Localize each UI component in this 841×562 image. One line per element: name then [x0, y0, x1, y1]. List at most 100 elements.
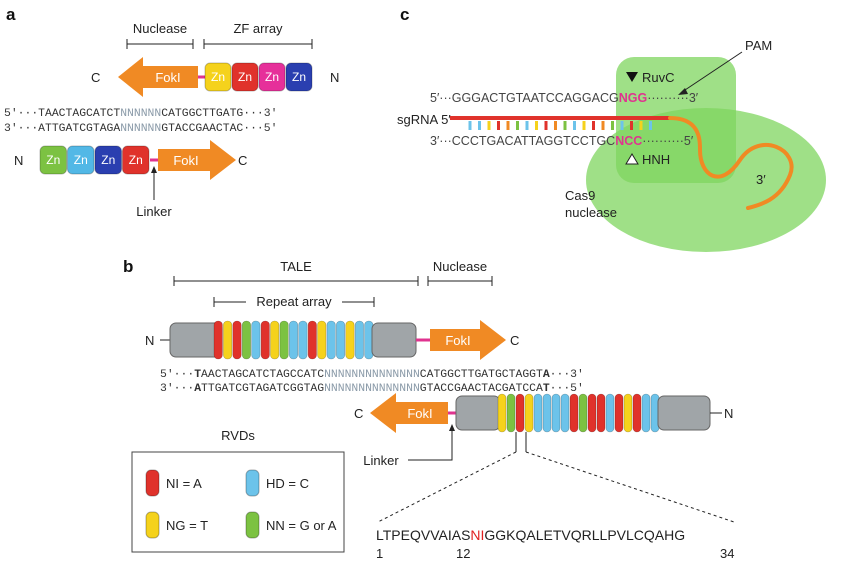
c-hnh-triangle	[625, 153, 639, 165]
b-zoom-dash-right	[525, 451, 735, 523]
a-top-foki-label: FokI	[155, 70, 180, 85]
c-seq-top: 5′···GGGACTGTAATCCAGGACGNGG··········3′	[430, 91, 699, 105]
a-bottom-zn-array: Zn Zn Zn Zn	[39, 145, 150, 175]
panel-a-label: a	[6, 5, 16, 24]
b-bottom-repeat-2	[506, 393, 516, 433]
c-sgrna-label: sgRNA 5′	[397, 112, 451, 127]
b-top-repeat-10	[298, 320, 308, 360]
b-bottom-repeat-5	[533, 393, 543, 433]
b-peptide-pos-1: 1	[376, 546, 383, 561]
a-bottom-zinc-finger-label-3: Zn	[101, 153, 115, 167]
a-top-c-terminus: C	[91, 70, 100, 85]
b-nuclease-label: Nuclease	[433, 259, 487, 274]
b-top-repeat-4	[241, 320, 251, 360]
b-top-repeat-8	[279, 320, 289, 360]
a-top-zinc-finger-label-3: Zn	[265, 70, 279, 84]
c-cas9-line2: nuclease	[565, 205, 617, 220]
b-zoom-dash-left	[377, 451, 517, 523]
b-bottom-repeat-4	[524, 393, 534, 433]
panel-b-label: b	[123, 257, 133, 276]
b-repeat-array-label: Repeat array	[256, 294, 332, 309]
b-rvd-swatch-4	[245, 511, 260, 539]
b-top-repeat-2	[223, 320, 233, 360]
b-rvd-swatch-2	[245, 469, 260, 497]
a-bottom-c-terminus: C	[238, 153, 247, 168]
b-bottom-repeat-6	[542, 393, 552, 433]
b-top-repeat-6	[260, 320, 270, 360]
a-bottom-foki-label: FokI	[173, 153, 198, 168]
c-pam-pointer	[681, 51, 743, 93]
b-bottom-repeat-7	[551, 393, 561, 433]
a-bottom-zinc-finger-4	[122, 145, 150, 175]
a-bottom-zinc-finger-label-1: Zn	[46, 153, 60, 167]
a-top-zinc-finger-label-4: Zn	[292, 70, 306, 84]
b-top-c-terminus: C	[510, 333, 519, 348]
b-top-repeat-5	[251, 320, 261, 360]
a-top-foki-arrow	[118, 57, 198, 97]
b-bottom-n-terminus: N	[724, 406, 733, 421]
c-pam-label: PAM	[745, 38, 772, 53]
a-top-zinc-finger-1	[204, 62, 232, 92]
c-ruvc-triangle	[626, 72, 638, 82]
b-seq-top: 5′···TAACTAGCATCTAGCCATCNNNNNNNNNNNNNNCA…	[160, 369, 584, 381]
a-top-zinc-finger-label-1: Zn	[211, 70, 225, 84]
c-seq-bottom: 3′···CCCTGACATTAGGTCCTGCNCC··········5′	[430, 134, 694, 148]
a-linker-pointer-head	[151, 166, 157, 173]
c-rna-3prime-label: 3′	[756, 172, 766, 187]
b-tale-bracket	[173, 276, 419, 286]
a-bottom-zinc-finger-1	[39, 145, 67, 175]
a-bottom-zinc-finger-label-4: Zn	[129, 153, 143, 167]
a-bottom-n-terminus: N	[14, 153, 23, 168]
c-pam-pointer-head	[678, 88, 688, 95]
b-bottom-repeat-12	[596, 393, 606, 433]
b-bottom-foki-arrow	[370, 393, 448, 433]
c-sgrna-tail	[668, 116, 794, 210]
b-peptide-pos-12: 12	[456, 546, 470, 561]
b-rvd-text-3: NG = T	[166, 518, 208, 533]
b-bottom-repeat-array	[497, 393, 660, 433]
a-bottom-zinc-finger-3	[94, 145, 122, 175]
b-top-cterm-domain	[371, 322, 417, 358]
a-linker-label: Linker	[136, 204, 172, 219]
b-peptide-sequence: LTPEQVVAIASNIGGKQALETVQRLLPVLCQAHG	[376, 527, 685, 543]
b-bottom-repeat-10	[578, 393, 588, 433]
c-ruvc-label: RuvC	[642, 70, 675, 85]
b-top-repeat-16	[354, 320, 364, 360]
b-bottom-repeat-13	[605, 393, 615, 433]
panel-c-label: c	[400, 5, 409, 24]
a-top-zinc-finger-4	[285, 62, 313, 92]
b-bottom-repeat-14	[614, 393, 624, 433]
b-top-repeat-7	[270, 320, 280, 360]
b-top-repeat-3	[232, 320, 242, 360]
b-repeat-label-bg	[246, 294, 342, 308]
b-top-repeat-13	[326, 320, 336, 360]
b-peptide-pos-34: 34	[720, 546, 734, 561]
c-cas9-line1: Cas9	[565, 188, 595, 203]
b-top-repeat-11	[307, 320, 317, 360]
b-bottom-c-terminus: C	[354, 406, 363, 421]
b-rvd-swatch-1	[145, 469, 160, 497]
b-rvd-text-1: NI = A	[166, 476, 202, 491]
b-top-repeat-array	[213, 320, 374, 360]
c-base-pairs	[468, 121, 652, 130]
a-top-zinc-finger-label-2: Zn	[238, 70, 252, 84]
a-nuclease-label: Nuclease	[133, 21, 187, 36]
b-rvd-text-4: NN = G or A	[266, 518, 337, 533]
b-top-n-terminus: N	[145, 333, 154, 348]
b-bottom-repeat-11	[587, 393, 597, 433]
b-bottom-repeat-17	[641, 393, 651, 433]
b-top-repeat-15	[345, 320, 355, 360]
b-rvd-text-2: HD = C	[266, 476, 309, 491]
b-top-repeat-1	[213, 320, 223, 360]
b-top-repeat-14	[336, 320, 346, 360]
b-bottom-repeat-8	[560, 393, 570, 433]
b-bottom-foki-label: FokI	[407, 406, 432, 421]
a-zf-array-label: ZF array	[233, 21, 283, 36]
b-linker-pointer	[408, 428, 453, 461]
a-bottom-zinc-finger-label-2: Zn	[74, 153, 88, 167]
b-bottom-repeat-16	[632, 393, 642, 433]
c-hnh-label: HNH	[642, 152, 670, 167]
a-bottom-zinc-finger-2	[67, 145, 95, 175]
a-bottom-foki-arrow	[158, 140, 236, 180]
